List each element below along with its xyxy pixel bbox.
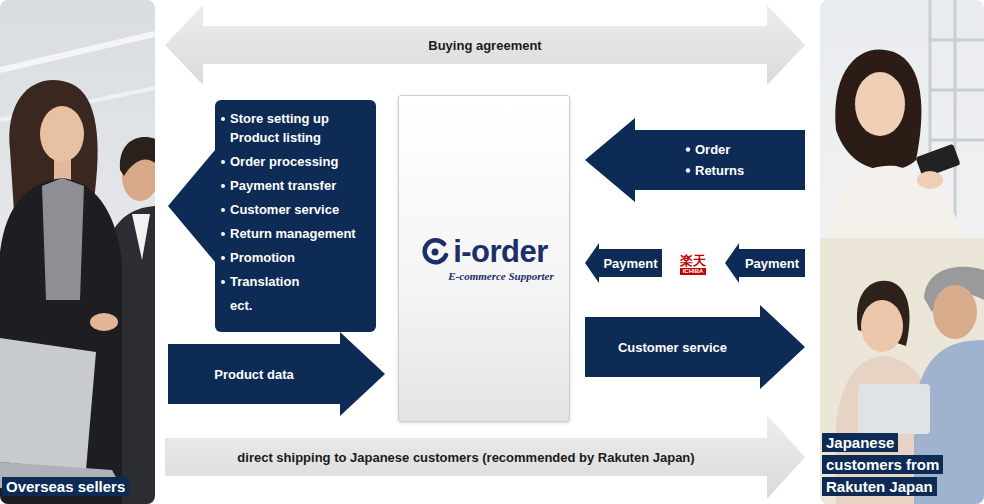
flow-arrow (168, 150, 215, 262)
logo-title: i-order (453, 235, 548, 269)
panel-label: Japanese customers from Rakuten Japan (822, 433, 943, 496)
rakuten-mark: 楽天 (680, 253, 706, 268)
logo-swirl (425, 240, 446, 262)
bullet-dot (686, 168, 690, 172)
flow-arrow (585, 118, 805, 202)
arrow-label: direct shipping to Japanese customers (r… (237, 449, 694, 466)
arrow-label: Buying agreement (428, 37, 541, 54)
tablet (858, 384, 930, 434)
arrow-label: Customer service (618, 339, 727, 356)
service-item: Order processing (230, 152, 370, 171)
flow-arrow (168, 332, 385, 416)
flow-arrow (165, 5, 805, 85)
bullet-dot (221, 280, 225, 284)
flow-arrow (585, 243, 662, 283)
sellers-photo (0, 0, 155, 504)
bullet-dot (221, 232, 225, 236)
logo-subtitle: E-commerce Supporter (448, 270, 553, 283)
man-shirt (132, 214, 150, 260)
service-item: Promotion (230, 248, 370, 267)
customers-photo (820, 0, 984, 504)
woman-face (855, 72, 905, 136)
arrow-label: Payment (745, 255, 799, 272)
hand (917, 171, 943, 189)
bullet-dot (221, 160, 225, 164)
curtain (820, 238, 984, 504)
service-list-box: Store setting up Product listingOrder pr… (215, 100, 376, 332)
office-ground (0, 0, 155, 504)
woman-blouse (42, 178, 84, 300)
rakuten-logo: 楽天ICHIBA (664, 249, 722, 278)
ceiling-light (0, 34, 155, 70)
service-item: Payment transfer (230, 176, 370, 195)
laptop-screen (0, 338, 96, 470)
flow-arrow (165, 415, 805, 499)
bullet-dot (221, 256, 225, 260)
hand (90, 313, 118, 331)
woman-hair (835, 49, 921, 170)
city-ground (820, 0, 984, 504)
panel-label: Overseas sellers (2, 477, 129, 496)
flow-arrow (725, 243, 805, 283)
service-item: Return management (230, 224, 370, 243)
man-face (933, 285, 977, 339)
rakuten-band: ICHIBA (680, 268, 707, 275)
bullet-dot (221, 208, 225, 212)
service-item: Store setting up Product listing (230, 109, 370, 147)
customers-panel: Japanese customers from Rakuten Japan (820, 0, 984, 504)
logo-swirl (420, 237, 450, 267)
service-item: Translation (230, 272, 370, 291)
bullet-dot (221, 117, 225, 121)
sellers-panel: Overseas sellers (0, 0, 155, 504)
service-item: ect. (230, 296, 370, 315)
logo-dot (432, 248, 439, 255)
woman-face (861, 300, 903, 352)
logo-box: i-orderE-commerce Supporter (398, 95, 570, 422)
panel-label-wrap: Japanese customers from Rakuten Japan (822, 432, 958, 498)
logo-row: i-order (420, 235, 548, 269)
arrow-label: Order Returns (695, 139, 757, 181)
arrow-label: Product data (214, 366, 293, 383)
woman-face (40, 106, 84, 162)
arrow-label: Payment (603, 255, 657, 272)
woman-blazer (0, 178, 122, 504)
panel-label-wrap: Overseas sellers (2, 476, 129, 498)
man-hair (120, 137, 155, 176)
flow-arrow (585, 305, 805, 389)
bullet-dot (686, 147, 690, 151)
service-item: Customer service (230, 200, 370, 219)
bullet-dot (221, 184, 225, 188)
